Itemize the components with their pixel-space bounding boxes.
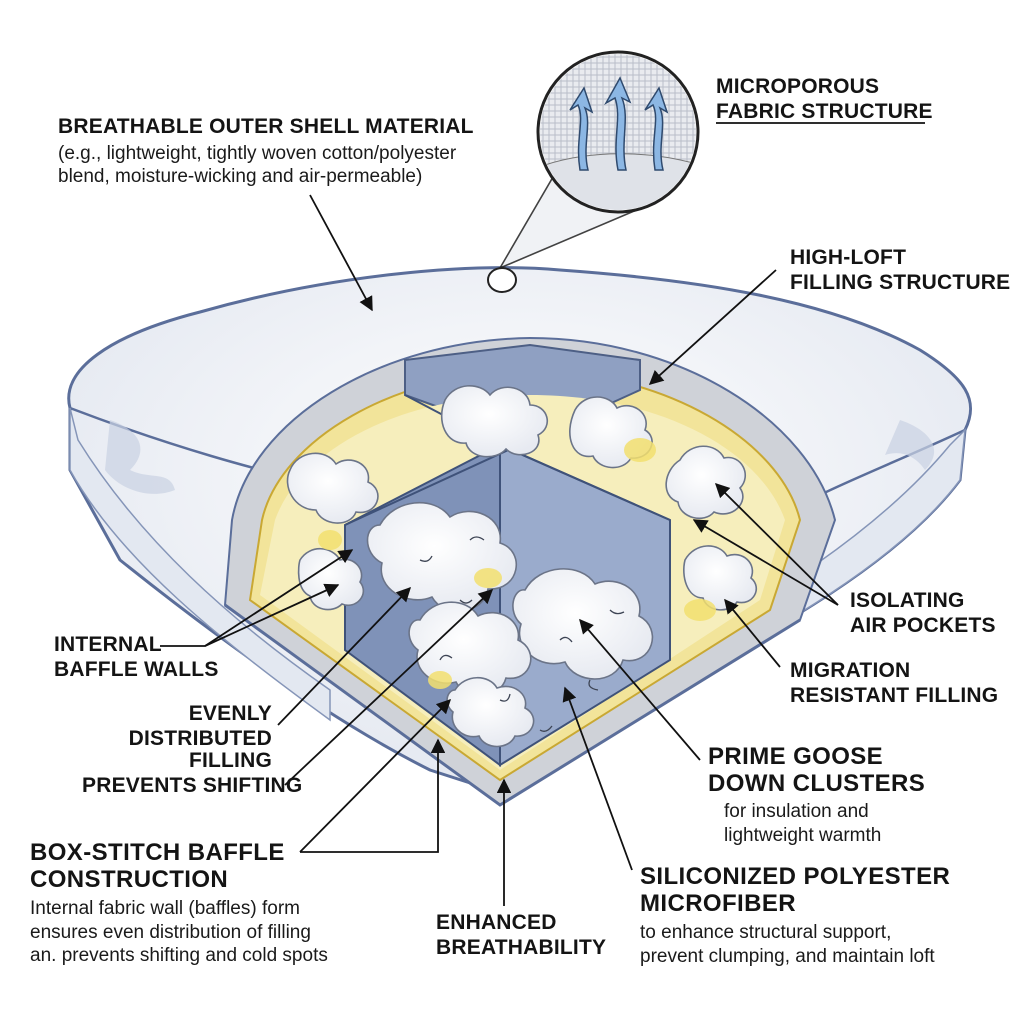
box-stitch-desc-2: ensures even distribution of filling <box>30 921 311 943</box>
siliconized-desc-1: to enhance structural support, <box>640 922 892 944</box>
siliconized-desc-2: prevent clumping, and maintain loft <box>640 945 935 967</box>
microporous-zoom-callout <box>487 50 700 293</box>
baffle-walls-line-1: INTERNAL <box>54 633 162 656</box>
label-box-stitch: BOX-STITCH BAFFLE CONSTRUCTION Internal … <box>30 840 328 967</box>
label-breathability: ENHANCED BREATHABILITY <box>436 911 607 960</box>
label-isolating: ISOLATING AIR POCKETS <box>850 589 996 638</box>
siliconized-line-2: MICROFIBER <box>640 890 796 918</box>
label-microporous: MICROPOROUS FABRIC STRUCTURE <box>716 75 933 124</box>
label-siliconized: SILICONIZED POLYESTER MICROFIBER to enha… <box>640 864 950 968</box>
label-prevents-shifting: PREVENTS SHIFTING <box>82 774 303 797</box>
microporous-line-2: FABRIC STRUCTURE <box>716 100 933 124</box>
box-stitch-line-2: CONSTRUCTION <box>30 866 229 894</box>
goose-down-line-1: PRIME GOOSE <box>708 743 884 770</box>
isolating-line-2: AIR POCKETS <box>850 614 996 638</box>
polyester-fill-spots <box>318 438 716 689</box>
prevents-shifting-text: PREVENTS SHIFTING <box>82 774 303 797</box>
outer-shell-desc-2: blend, moisture-wicking and air-permeabl… <box>58 166 423 188</box>
label-high-loft: HIGH-LOFT FILLING STRUCTURE <box>790 246 1011 295</box>
leader-lines <box>160 122 925 906</box>
goose-down-desc-1: for insulation and <box>724 801 869 823</box>
airflow-arrows-icon <box>569 76 669 171</box>
breathability-line-1: ENHANCED <box>436 911 557 934</box>
high-loft-line-1: HIGH-LOFT <box>790 246 907 269</box>
box-stitch-line-1: BOX-STITCH BAFFLE <box>30 839 285 866</box>
label-goose-down: PRIME GOOSE DOWN CLUSTERS for insulation… <box>708 744 925 847</box>
label-baffle-walls: INTERNAL BAFFLE WALLS <box>54 633 219 682</box>
isolating-line-1: ISOLATING <box>850 589 965 612</box>
evenly-line-1: EVENLY <box>188 702 272 725</box>
label-outer-shell: BREATHABLE OUTER SHELL MATERIAL (e.g., l… <box>58 115 474 188</box>
microfiber-strands <box>419 536 625 732</box>
label-migration: MIGRATION RESISTANT FILLING <box>790 659 999 708</box>
box-stitch-desc-1: Internal fabric wall (baffles) form <box>30 898 300 920</box>
label-evenly-distributed: EVENLY DISTRIBUTED FILLING <box>50 702 272 773</box>
goose-down-line-2: DOWN CLUSTERS <box>708 770 926 798</box>
evenly-line-2: DISTRIBUTED FILLING <box>128 727 272 773</box>
outer-shell-title: BREATHABLE OUTER SHELL MATERIAL <box>58 115 474 138</box>
outer-shell-desc-1: (e.g., lightweight, tightly woven cotton… <box>58 143 457 165</box>
baffle-walls-line-2: BAFFLE WALLS <box>54 658 219 682</box>
microporous-line-1: MICROPOROUS <box>716 75 880 98</box>
migration-line-1: MIGRATION <box>790 659 911 682</box>
breathability-line-2: BREATHABILITY <box>436 936 607 960</box>
goose-down-desc-2: lightweight warmth <box>724 824 882 846</box>
box-stitch-desc-3: an. prevents shifting and cold spots <box>30 944 328 966</box>
cutaway-section <box>223 336 837 807</box>
high-loft-line-2: FILLING STRUCTURE <box>790 271 1011 295</box>
siliconized-line-1: SILICONIZED POLYESTER <box>640 863 951 890</box>
migration-line-2: RESISTANT FILLING <box>790 684 999 708</box>
